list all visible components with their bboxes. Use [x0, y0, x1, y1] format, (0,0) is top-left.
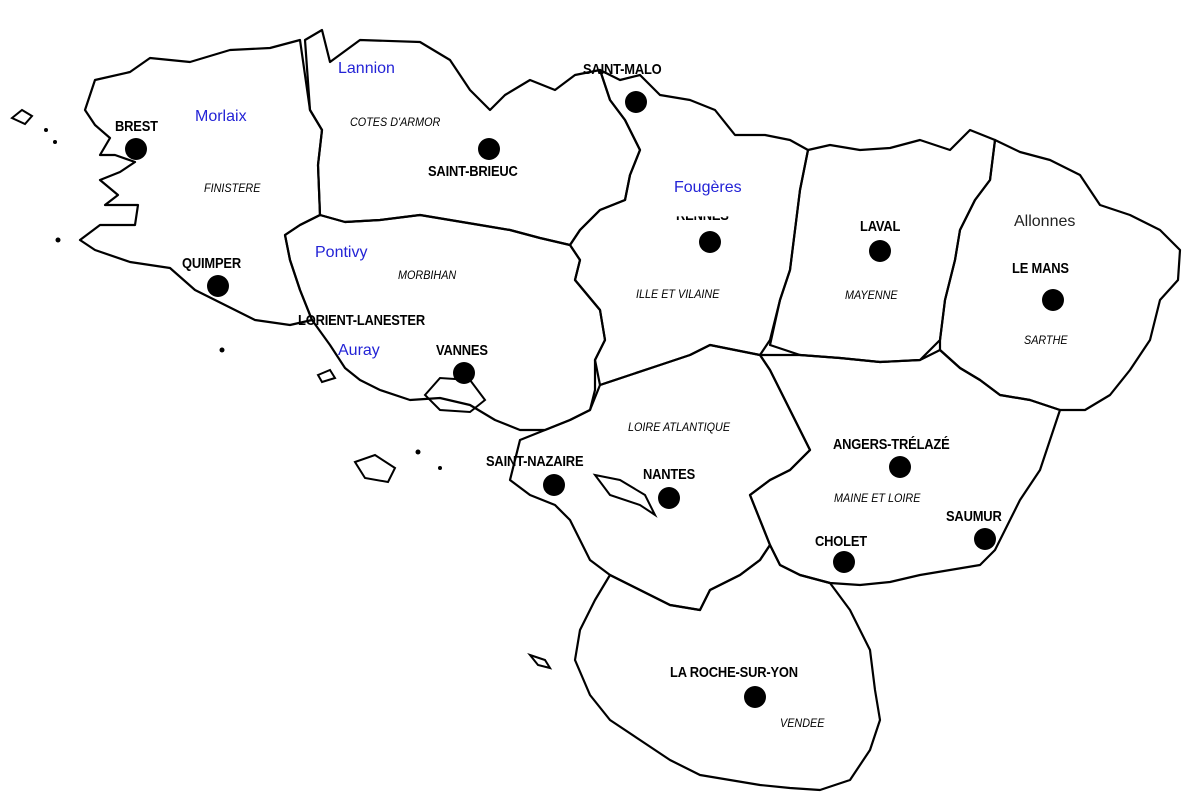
city-dot-nantes [658, 487, 680, 509]
city-dot-rennes [699, 231, 721, 253]
island-belle-ile [353, 453, 397, 484]
loire-estuary [592, 473, 658, 518]
city-dot-cholet [833, 551, 855, 573]
city-label-saumur: SAUMUR [946, 508, 1002, 525]
annotation-fougeres: Fougères [674, 179, 742, 196]
dept-label-maine-et-loire: MAINE ET LOIRE [834, 491, 921, 505]
morbihan-border [283, 213, 607, 432]
annotation-allonnes: Allonnes [1012, 213, 1078, 231]
dept-label-cotes-darmor: COTES D'ARMOR [350, 115, 441, 129]
city-dot-saint-nazaire [543, 474, 565, 496]
city-dot-saint-brieuc [478, 138, 500, 160]
island-ouessant [10, 108, 34, 126]
city-dot-quimper [207, 275, 229, 297]
city-dot-vannes [453, 362, 475, 384]
city-label-vannes: VANNES [436, 342, 488, 359]
islet-2 [53, 140, 57, 144]
golfe-morbihan [423, 376, 487, 414]
city-label-la-roche: LA ROCHE-SUR-YON [670, 664, 798, 681]
sarthe-border [938, 138, 1182, 412]
finistere-border [78, 38, 324, 327]
city-label-saint-malo: SAINT-MALO [583, 61, 662, 78]
vendee-border [573, 543, 882, 792]
dept-label-vendee: VENDEE [780, 716, 825, 730]
city-label-le-mans: LE MANS [1012, 260, 1069, 277]
city-label-cholet: CHOLET [815, 533, 868, 550]
annotation-morlaix: Morlaix [195, 108, 247, 125]
annotation-pontivy: Pontivy [315, 244, 368, 261]
island-groix [316, 368, 337, 384]
islet-1 [44, 128, 48, 132]
city-dot-laval [869, 240, 891, 262]
dept-label-sarthe: SARTHE [1024, 333, 1068, 347]
islet-3 [55, 237, 61, 243]
city-dot-saint-malo [625, 91, 647, 113]
city-dot-la-roche [744, 686, 766, 708]
islet-6 [438, 466, 442, 470]
city-dot-brest [125, 138, 147, 160]
dept-label-morbihan: MORBIHAN [398, 268, 457, 282]
islet-5 [415, 449, 421, 455]
maine-et-loire-border [748, 348, 1062, 587]
dept-label-ille-et-vilaine: ILLE ET VILAINE [636, 287, 720, 301]
annotation-lannion: Lannion [338, 60, 395, 77]
islet-4 [219, 347, 225, 353]
city-dot-le-mans [1042, 289, 1064, 311]
city-label-saint-nazaire: SAINT-NAZAIRE [486, 453, 584, 470]
dept-label-finistere: FINISTERE [204, 181, 261, 195]
city-label-rennes: RENNES [676, 207, 729, 224]
city-label-laval: LAVAL [860, 218, 901, 235]
city-label-saint-brieuc: SAINT-BRIEUC [428, 163, 518, 180]
annotation-auray: Auray [338, 342, 380, 359]
city-label-quimper: QUIMPER [182, 255, 242, 272]
city-label-lorient: LORIENT-LANESTER [298, 312, 425, 329]
island-noirmoutier [527, 652, 553, 670]
dept-label-mayenne: MAYENNE [845, 288, 898, 302]
dept-label-loire-atlantique: LOIRE ATLANTIQUE [628, 420, 731, 434]
city-label-nantes: NANTES [643, 466, 696, 483]
city-dot-angers [889, 456, 911, 478]
city-dot-saumur [974, 528, 996, 550]
city-label-brest: BREST [115, 118, 158, 135]
city-label-angers: ANGERS-TRÉLAZÉ [833, 436, 950, 453]
